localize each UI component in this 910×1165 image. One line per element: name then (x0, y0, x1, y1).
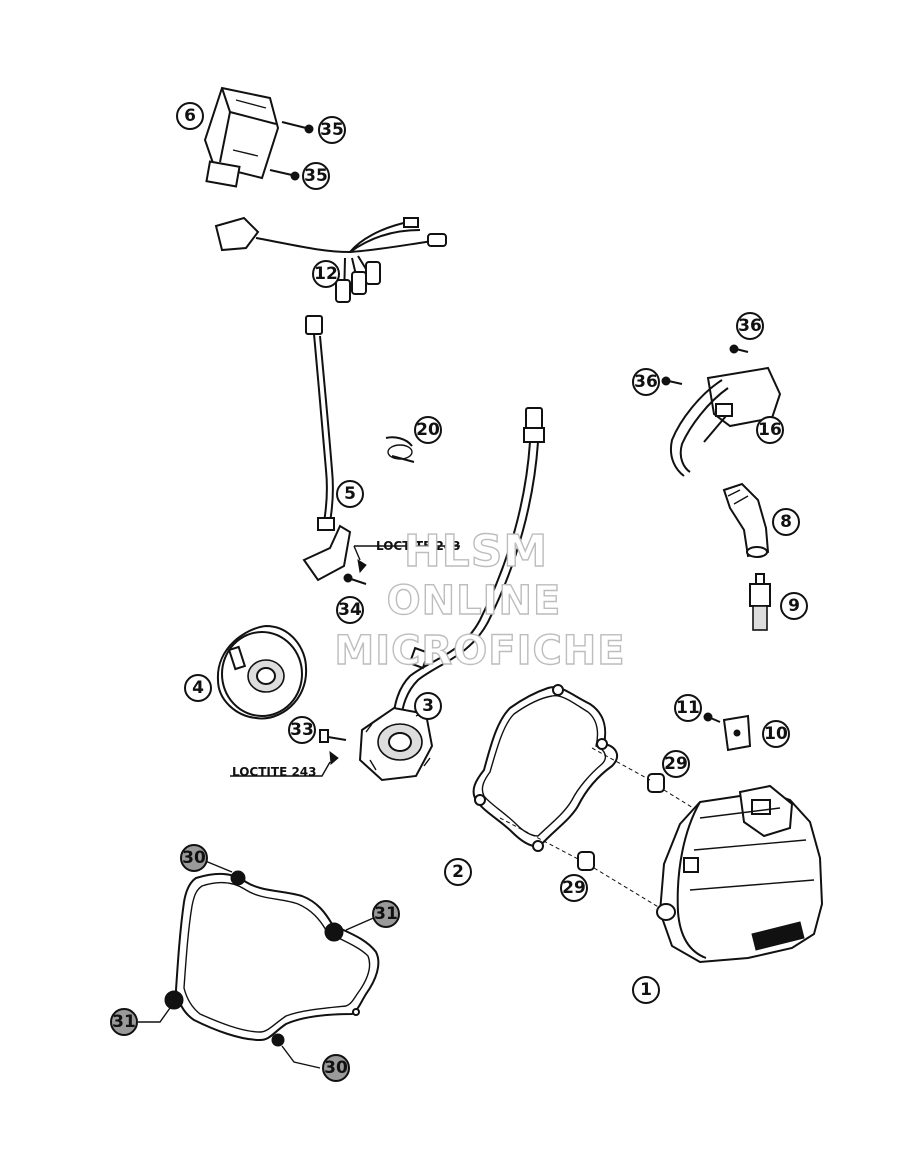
svg-text:5: 5 (344, 484, 356, 504)
flywheel (216, 624, 308, 720)
cdi-unit (203, 86, 280, 188)
stator (358, 706, 434, 782)
svg-text:31: 31 (374, 904, 398, 924)
callout-34: 34 (336, 596, 364, 624)
svg-text:31: 31 (112, 1012, 136, 1032)
callout-2: 2 (444, 858, 472, 886)
svg-text:2: 2 (452, 862, 464, 882)
stator-cable (393, 407, 545, 717)
callout-4: 4 (184, 674, 212, 702)
dowel-pin-upper (647, 773, 665, 793)
callout-5: 5 (336, 480, 364, 508)
svg-text:34: 34 (338, 600, 362, 620)
leader-lines (138, 545, 460, 1069)
callout-10: 10 (762, 720, 790, 748)
svg-text:8: 8 (780, 512, 792, 532)
bolt-36-left (661, 376, 683, 386)
callout-20: 20 (414, 416, 442, 444)
svg-text:29: 29 (664, 754, 688, 774)
watermark-line-2: ONLINE (387, 578, 562, 624)
callout-36-top: 36 (736, 312, 764, 340)
callout-30-lower: 30 (322, 1054, 350, 1082)
loctite-note-upper: LOCTITE 243 (376, 539, 461, 553)
callout-30-upper: 30 (180, 844, 208, 872)
svg-text:35: 35 (304, 166, 328, 186)
callout-11: 11 (674, 694, 702, 722)
callout-8: 8 (772, 508, 800, 536)
callout-6: 6 (176, 102, 204, 130)
ignition-cover (656, 784, 824, 964)
svg-text:35: 35 (320, 120, 344, 140)
bolt-35-lower (269, 169, 300, 181)
svg-text:6: 6 (184, 106, 196, 126)
svg-text:30: 30 (182, 848, 206, 868)
callout-16: 16 (756, 416, 784, 444)
svg-text:33: 33 (290, 720, 314, 740)
callout-9: 9 (780, 592, 808, 620)
callout-35-upper: 35 (318, 116, 346, 144)
callout-31-left: 31 (110, 1008, 138, 1036)
svg-text:36: 36 (634, 372, 658, 392)
sensor-cable (302, 315, 352, 582)
watermark: HLSM ONLINE MICROFICHE (334, 525, 626, 674)
callout-29-lower: 29 (560, 874, 588, 902)
bracket-10 (722, 714, 752, 752)
callout-33: 33 (288, 716, 316, 744)
spark-plug-cap (722, 482, 770, 558)
screw-33 (319, 729, 347, 766)
callout-35-lower: 35 (302, 162, 330, 190)
svg-text:12: 12 (314, 264, 338, 284)
svg-text:29: 29 (562, 878, 586, 898)
bolt-35-upper (281, 121, 314, 134)
svg-text:16: 16 (758, 420, 782, 440)
bolt-36-upper (729, 344, 749, 354)
loctite-note-lower: LOCTITE 243 (232, 765, 317, 779)
callout-36-left: 36 (632, 368, 660, 396)
inner-gasket (164, 870, 380, 1047)
spark-plug (749, 573, 771, 631)
svg-text:9: 9 (788, 596, 800, 616)
svg-text:30: 30 (324, 1058, 348, 1078)
callout-29-upper: 29 (662, 750, 690, 778)
svg-text:4: 4 (192, 678, 204, 698)
watermark-line-3: MICROFICHE (334, 628, 625, 674)
callout-3: 3 (414, 692, 442, 720)
cable-tie (385, 436, 415, 463)
dowel-pin-lower (577, 851, 595, 871)
svg-text:11: 11 (676, 698, 700, 718)
cover-gasket (472, 684, 619, 852)
callout-1: 1 (632, 976, 660, 1004)
screw-11 (703, 712, 721, 723)
callout-31-right: 31 (372, 900, 400, 928)
callout-12: 12 (312, 260, 340, 288)
svg-text:20: 20 (416, 420, 440, 440)
svg-text:10: 10 (764, 724, 788, 744)
svg-text:1: 1 (640, 980, 652, 1000)
svg-text:36: 36 (738, 316, 762, 336)
watermark-line-1: HLSM (404, 526, 548, 577)
wiring-harness (214, 216, 447, 303)
screw-34 (343, 558, 367, 585)
svg-text:3: 3 (422, 696, 434, 716)
